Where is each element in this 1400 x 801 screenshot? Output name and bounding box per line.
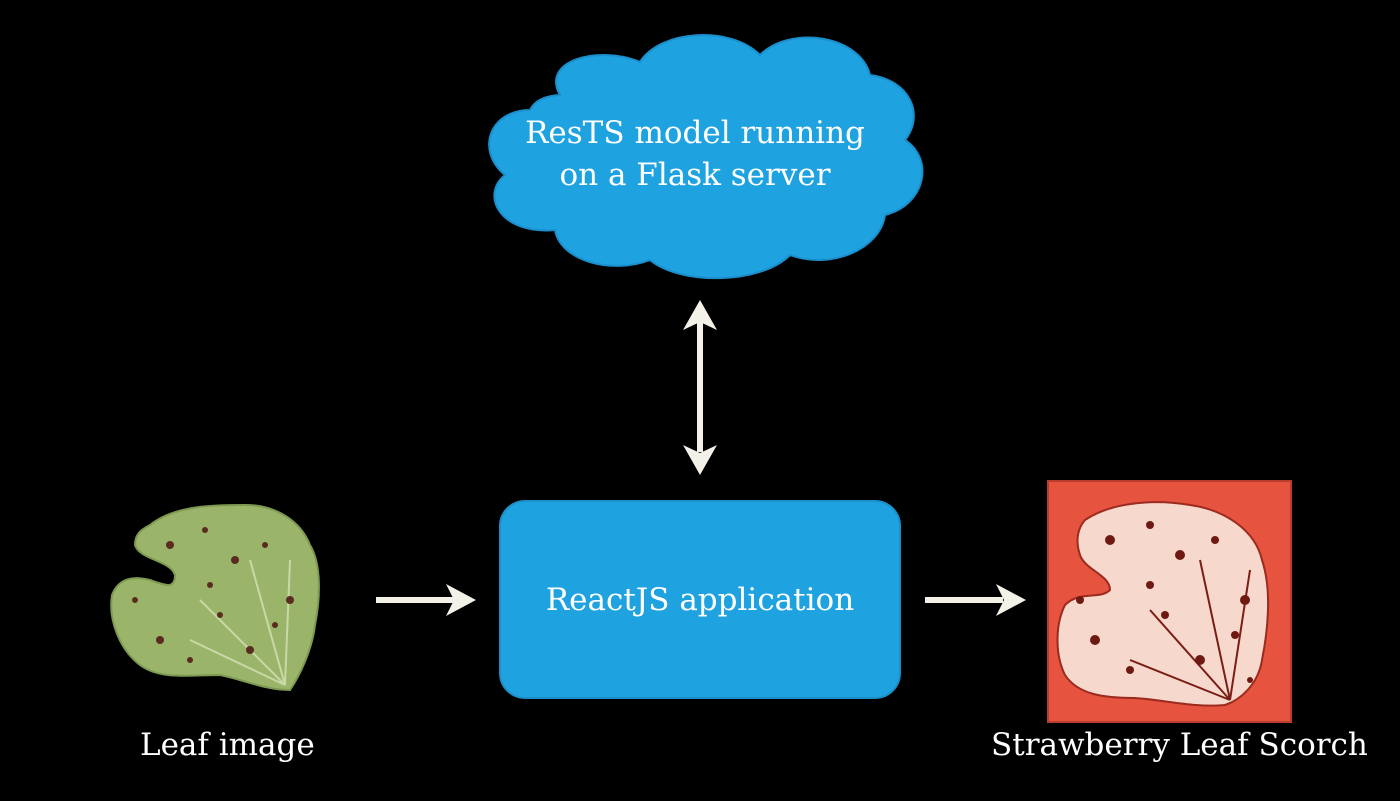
output-caption: Strawberry Leaf Scorch	[991, 727, 1368, 763]
cloud-node-line2: on a Flask server	[559, 157, 831, 193]
app-node-label: ReactJS application	[545, 581, 855, 618]
cloud-node	[488, 34, 924, 280]
cloud-node-line1: ResTS model running	[525, 115, 865, 151]
input-caption: Leaf image	[140, 727, 315, 763]
cloud-node-label: ResTS model running on a Flask server	[500, 112, 890, 196]
app-node: ReactJS application	[499, 500, 901, 699]
